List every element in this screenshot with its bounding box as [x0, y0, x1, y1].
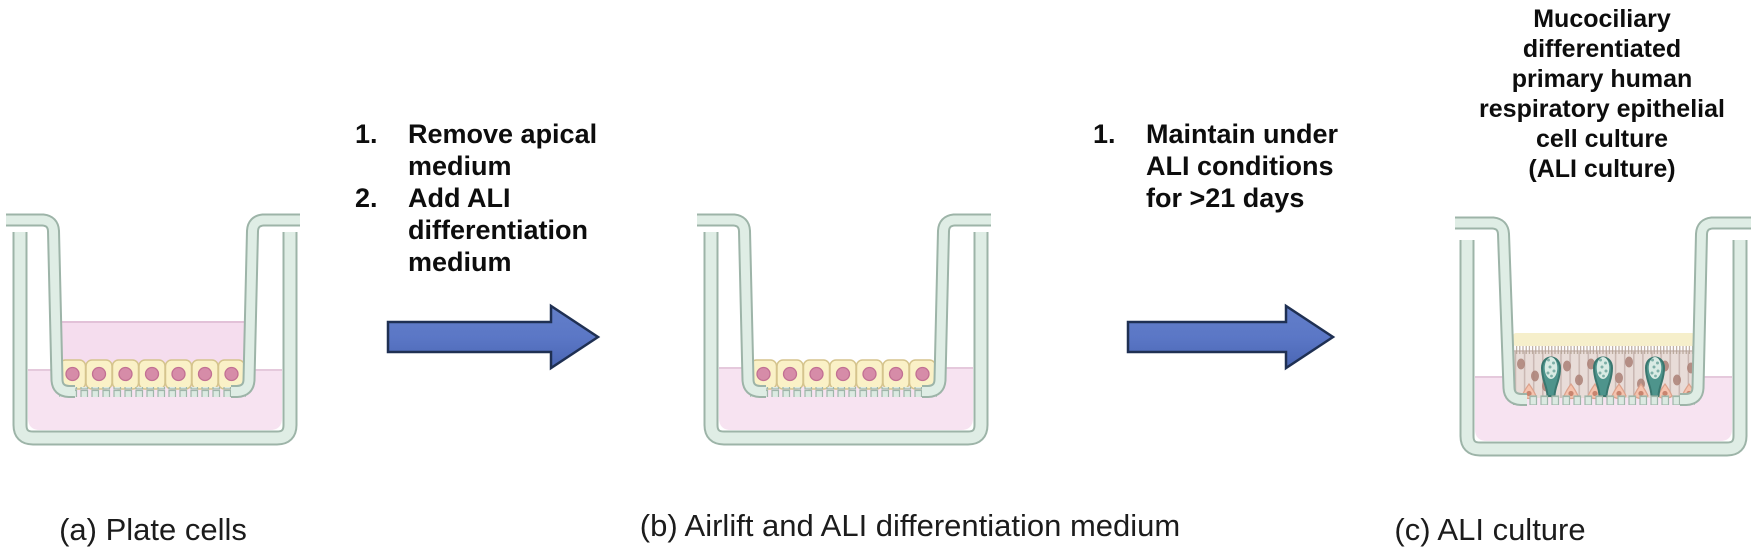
apical-medium: [56, 322, 250, 364]
step-number: 1.: [1093, 119, 1116, 149]
porous-membrane: [750, 387, 937, 397]
air-interface: [750, 310, 938, 360]
block-arrow-right-icon: [1126, 303, 1336, 371]
transwell-ali-culture-illustration: [1455, 216, 1751, 457]
step-text: Remove apical medium: [408, 119, 598, 181]
caption-panel-a: (a) Plate cells: [59, 512, 247, 547]
step-number: 1.: [355, 119, 378, 149]
transwell-insert: [6, 213, 300, 398]
step-text: Maintain under ALI conditions for >21 da…: [1146, 119, 1339, 213]
cilia-layer: [1513, 344, 1695, 354]
outer-well: [1459, 240, 1748, 457]
block-arrow-right-icon: [386, 303, 601, 371]
step-number: 2.: [355, 183, 378, 213]
differentiated-epithelium: [1513, 333, 1697, 400]
cell-monolayer: [749, 359, 937, 390]
step-2-annotation: 1. Maintain under ALI conditions for >21…: [1093, 118, 1338, 214]
caption-panel-b: (b) Airlift and ALI differentiation medi…: [639, 508, 1181, 543]
caption-panel-c: (c) ALI culture: [1394, 512, 1586, 547]
porous-membrane: [59, 387, 246, 397]
step-text: Add ALI differentiation medium: [408, 183, 588, 277]
outer-well: [703, 232, 989, 446]
panel-c-title: Mucociliary differentiated primary human…: [1479, 5, 1725, 183]
mucus-layer: [1513, 333, 1695, 346]
transwell-plate-cells-illustration: [6, 213, 300, 446]
transwell-insert: [697, 213, 991, 398]
outer-well: [12, 232, 298, 446]
transwell-insert: [1455, 216, 1751, 406]
step-list-item: 1. Maintain under ALI conditions for >21…: [1093, 118, 1338, 214]
transwell-airlift-illustration: [697, 213, 991, 446]
step-list-item: 2. Add ALI differentiation medium: [355, 182, 597, 278]
step-list-item: 1. Remove apical medium: [355, 118, 597, 182]
step-1-annotation: 1. Remove apical medium 2. Add ALI diffe…: [355, 118, 597, 278]
porous-membrane: [1513, 395, 1695, 405]
cell-monolayer: [58, 359, 246, 390]
